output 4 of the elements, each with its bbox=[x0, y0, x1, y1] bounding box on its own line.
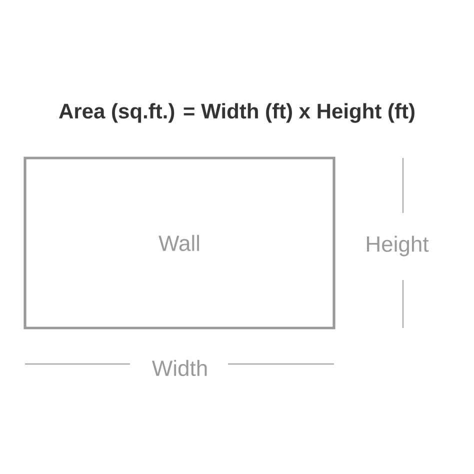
title: Area (sq.ft.) = Width (ft) x Height (ft) bbox=[59, 103, 414, 123]
wall-rectangle: Wall bbox=[24, 156, 336, 330]
dimension-label: Width bbox=[152, 360, 207, 376]
dimension-label: Height bbox=[367, 236, 429, 256]
